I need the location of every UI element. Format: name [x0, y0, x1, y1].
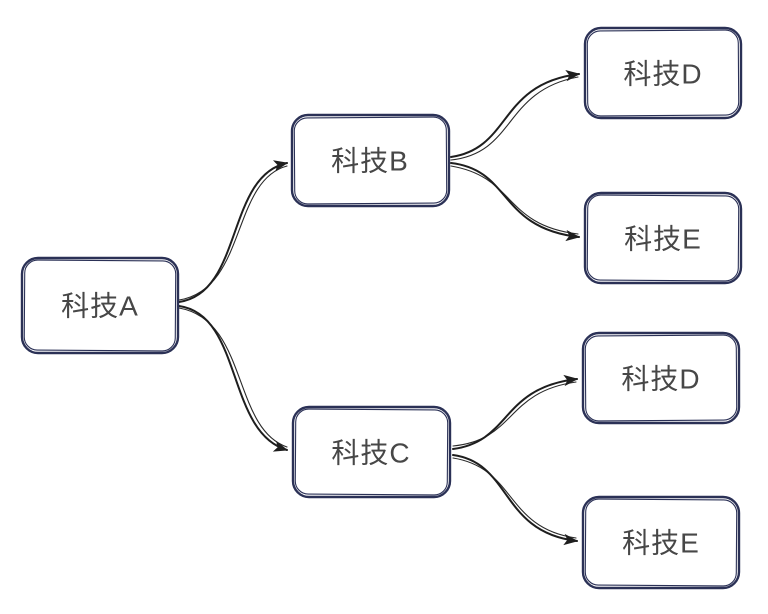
node-label: 科技E — [622, 528, 700, 559]
node-box — [581, 495, 741, 590]
node-label: 科技C — [331, 438, 410, 469]
node-box — [583, 26, 743, 120]
edge-tech-b-to-tech-e-top — [450, 162, 581, 242]
node-box-sketch-stroke — [584, 334, 738, 422]
node-label: 科技B — [331, 146, 409, 177]
node-box — [20, 256, 180, 355]
edge-tech-a-to-tech-b — [178, 160, 289, 303]
node-box — [583, 191, 743, 285]
edge-tech-c-to-tech-e-bottom — [452, 454, 579, 546]
node-label: 科技D — [623, 59, 702, 90]
node-tech-e-top: 科技E — [583, 191, 743, 285]
node-box-sketch-stroke — [294, 408, 449, 496]
edge-tech-b-to-tech-d-top — [450, 70, 581, 161]
edge-tech-c-to-tech-d-bottom — [452, 374, 579, 450]
node-label: 科技E — [624, 224, 702, 255]
node-label: 科技D — [621, 364, 700, 395]
node-tech-d-top: 科技D — [583, 26, 743, 120]
node-tech-c: 科技C — [291, 405, 452, 499]
node-tech-d-bottom: 科技D — [581, 331, 741, 425]
node-box-sketch-stroke — [586, 194, 740, 282]
node-box — [581, 331, 741, 425]
node-tech-a: 科技A — [20, 256, 180, 355]
edge-tech-a-to-tech-c — [178, 305, 289, 452]
node-box — [290, 113, 451, 208]
node-tech-b: 科技B — [290, 113, 451, 208]
node-box-sketch-stroke — [584, 498, 738, 587]
node-box-sketch-stroke — [586, 29, 740, 117]
node-label: 科技A — [61, 291, 139, 322]
node-box — [291, 405, 452, 499]
node-box-sketch-stroke — [293, 116, 448, 205]
node-tech-e-bottom: 科技E — [581, 495, 741, 590]
node-box-sketch-stroke — [23, 259, 177, 352]
